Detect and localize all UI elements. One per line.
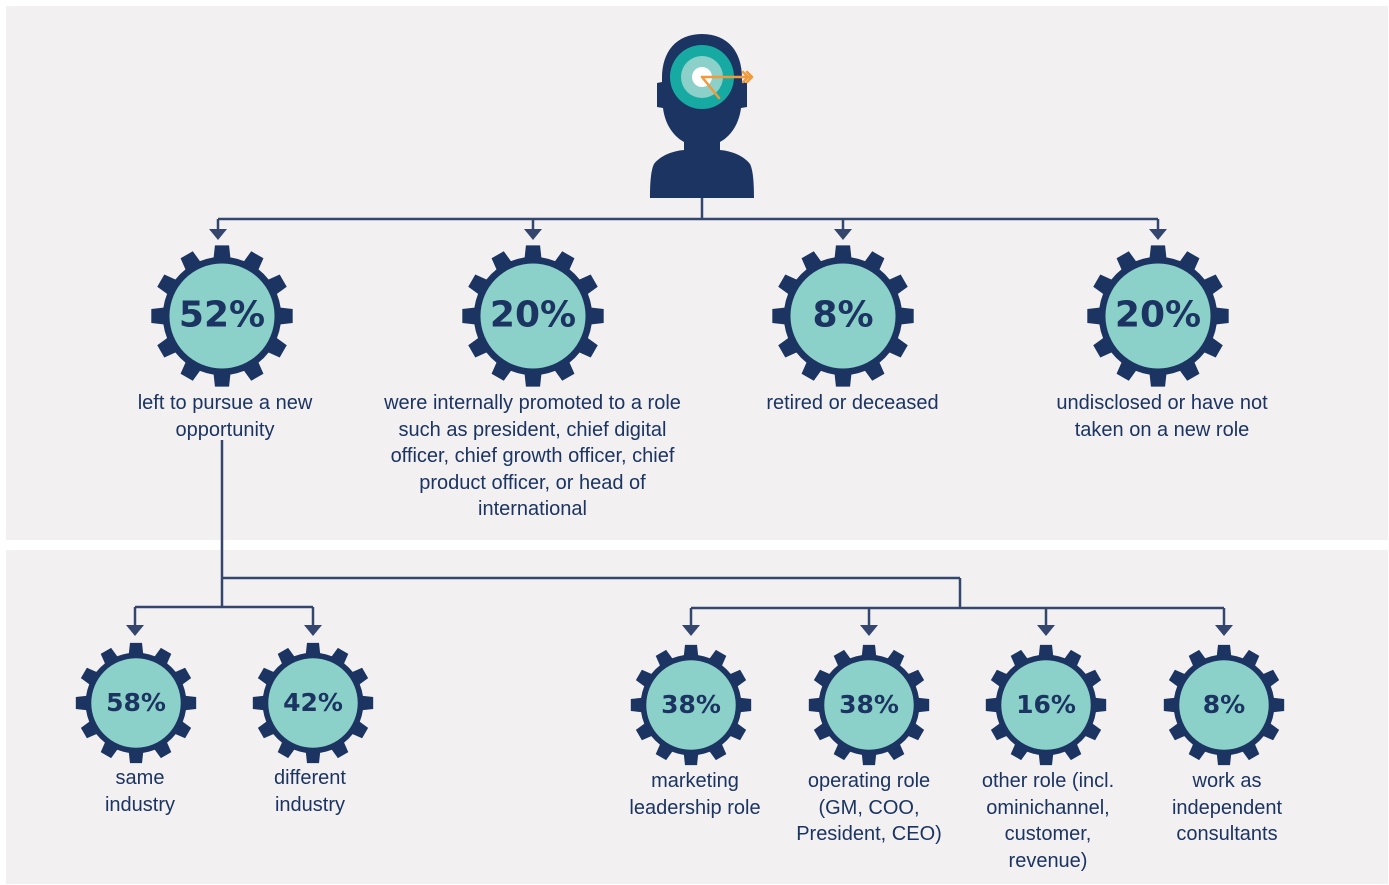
arrow-down-icon [1037,625,1055,636]
gear-badge-undisclosed: 20% [1084,242,1232,390]
gear-badge-other-role: 16% [983,642,1109,768]
person-head-icon [640,30,764,202]
arrow-down-icon [209,229,227,240]
gear-badge-internally-promoted: 20% [459,242,607,390]
label-retired: retired or deceased [766,392,939,414]
arrow-down-icon [304,625,322,636]
percent-retired: 8% [812,294,874,336]
arrow-down-icon [1149,229,1167,240]
label-operating-role: operating role (GM, COO, President, CEO) [796,770,942,845]
arrow-down-icon [126,625,144,636]
arrow-down-icon [1215,625,1233,636]
percent-undisclosed: 20% [1114,294,1202,336]
arrow-down-icon [524,229,542,240]
label-other-role: other role (incl. ominichannel, customer… [981,770,1115,872]
arrow-down-icon [834,229,852,240]
arrow-down-icon [860,625,878,636]
label-different-industry: different industry [274,767,346,816]
label-marketing-role: marketing leadership role [629,770,761,819]
label-left-opportunity: left to pursue a new opportunity [137,392,313,441]
percent-operating-role: 38% [839,689,899,719]
gear-badge-operating-role: 38% [806,642,932,768]
gear-badge-left-opportunity: 52% [148,242,296,390]
percent-same-industry: 58% [106,687,166,717]
gear-badge-retired: 8% [769,242,917,390]
label-independent-consultants: work as independent consultants [1171,770,1283,845]
arrow-icon [700,70,754,100]
gear-badge-different-industry: 42% [250,640,376,766]
percent-internally-promoted: 20% [489,294,577,336]
gear-badge-same-industry: 58% [73,640,199,766]
arrow-down-icon [682,625,700,636]
percent-left-opportunity: 52% [178,294,266,336]
label-internally-promoted: were internally promoted to a role such … [384,392,681,520]
percent-independent-consultants: 8% [1202,689,1246,719]
percent-other-role: 16% [1016,689,1076,719]
label-same-industry: same industry [104,767,176,816]
percent-marketing-role: 38% [661,689,721,719]
gear-badge-independent-consultants: 8% [1161,642,1287,768]
gear-badge-marketing-role: 38% [628,642,754,768]
label-undisclosed: undisclosed or have not taken on a new r… [1056,392,1268,441]
percent-different-industry: 42% [283,687,343,717]
